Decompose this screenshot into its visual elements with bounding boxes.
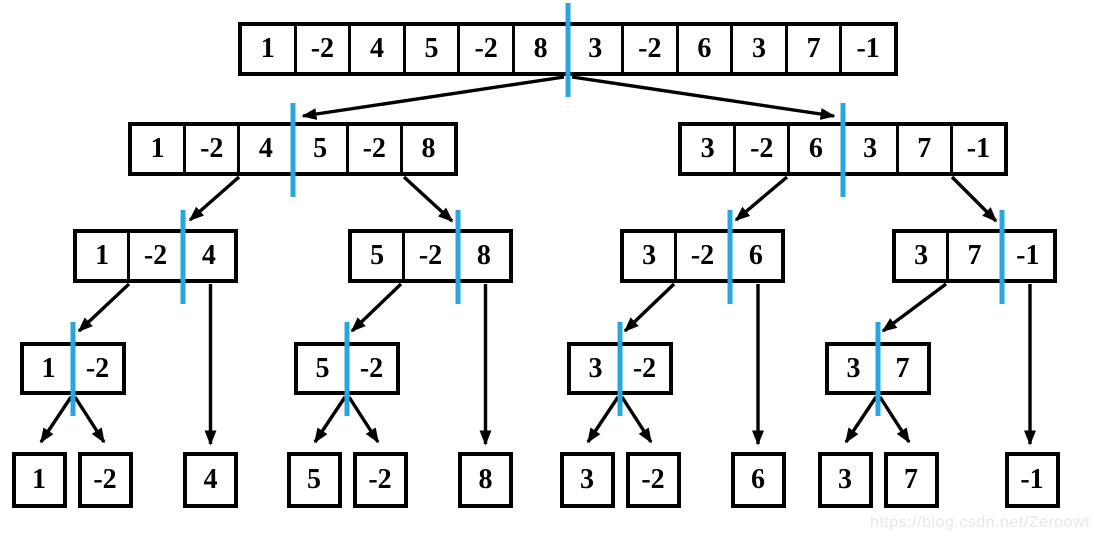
array-cell: 3 — [841, 126, 896, 172]
array-cell: 6 — [727, 233, 781, 279]
array-cell: -2 — [641, 464, 665, 495]
array-box-level3-0: 1 -2 — [20, 342, 126, 395]
array-cell: 1 — [260, 33, 275, 64]
array-cell: 3 — [838, 464, 852, 495]
divide-arrow — [350, 282, 403, 333]
array-cell: 1 — [41, 352, 56, 384]
array-cell: 7 — [946, 233, 999, 279]
array-cell: 5 — [370, 240, 385, 271]
array-cell: -1 — [949, 126, 1004, 172]
array-box-level4-3: 5 — [286, 452, 342, 508]
array-cell: 8 — [399, 126, 454, 172]
array-cell: -2 — [359, 352, 384, 384]
array-cell: -2 — [402, 233, 455, 279]
array-cell: -2 — [85, 352, 110, 384]
divide-arrow — [623, 282, 676, 333]
array-cell: 5 — [291, 126, 346, 172]
divide-arrow — [188, 175, 241, 222]
divide-arrow — [586, 396, 620, 444]
divide-arrow — [734, 175, 789, 222]
array-cell: 4 — [180, 233, 234, 279]
divide-arrow — [77, 282, 131, 333]
array-cell: 7 — [895, 126, 950, 172]
array-cell: 1 — [32, 464, 46, 495]
array-cell: 6 — [675, 26, 731, 72]
divide-arrow — [571, 75, 836, 120]
array-cell: -2 — [345, 126, 400, 172]
array-cell: 3 — [588, 352, 603, 384]
array-box-level3-2: 3 -2 — [567, 342, 673, 395]
array-box-level4-11: -1 — [1004, 452, 1060, 508]
array-cell: -1 — [999, 233, 1053, 279]
array-cell: 4 — [237, 126, 291, 172]
array-cell: 3 — [642, 240, 657, 271]
array-cell: 8 — [511, 26, 567, 72]
array-cell: -2 — [93, 464, 117, 495]
array-cell: 5 — [402, 26, 458, 72]
array-cell: -1 — [839, 26, 894, 72]
array-box-level4-1: -2 — [77, 452, 133, 508]
divide-arrow — [950, 175, 998, 223]
array-cell: 8 — [455, 233, 509, 279]
array-box-level4-4: -2 — [352, 452, 408, 508]
array-cell: 4 — [348, 26, 403, 72]
array-cell: 3 — [730, 26, 785, 72]
array-cell: -2 — [632, 352, 657, 384]
array-cell: 1 — [95, 240, 110, 271]
array-cell: 3 — [580, 464, 594, 495]
divide-arrow — [313, 396, 347, 444]
divide-arrow — [39, 396, 73, 444]
array-cell: 8 — [478, 464, 493, 495]
divide-arrow — [301, 75, 565, 120]
array-cell: -1 — [1020, 464, 1044, 495]
array-cell: -2 — [733, 126, 787, 172]
array-cell: -2 — [674, 233, 727, 279]
array-cell: 7 — [904, 464, 918, 495]
watermark: https://blog.csdn.net/Zeroowt — [870, 514, 1090, 531]
array-cell: 6 — [787, 126, 841, 172]
divide-arrow — [402, 175, 454, 223]
array-cell: 7 — [895, 352, 910, 384]
array-cell: 5 — [315, 352, 330, 384]
array-cell: 1 — [150, 133, 165, 164]
array-cell: 4 — [203, 464, 218, 495]
divide-arrow — [881, 282, 948, 333]
array-box-level4-2: 4 — [183, 452, 238, 508]
array-cell: -2 — [127, 233, 180, 279]
divide-arrow — [347, 396, 380, 444]
divide-arrow — [844, 396, 878, 444]
array-box-level4-9: 3 — [817, 452, 873, 508]
divide-arrow — [73, 396, 106, 444]
array-cell: -2 — [457, 26, 512, 72]
array-cell: -2 — [368, 464, 392, 495]
array-cell: 3 — [846, 352, 861, 384]
divide-arrow — [620, 396, 653, 444]
array-box-level4-10: 7 — [883, 452, 939, 508]
array-box-level3-1: 5 -2 — [294, 342, 400, 395]
array-cell: -2 — [621, 26, 676, 72]
array-box-level4-8: 6 — [730, 452, 786, 508]
array-box-level4-0: 1 — [11, 452, 67, 508]
array-box-level4-7: -2 — [625, 452, 681, 508]
array-box-level4-6: 3 — [559, 452, 615, 508]
array-box-level4-5: 8 — [458, 452, 513, 508]
array-cell: 3 — [700, 133, 715, 164]
array-cell: 5 — [307, 464, 321, 495]
array-cell: -2 — [183, 126, 237, 172]
array-cell: 3 — [914, 240, 929, 271]
array-cell: 3 — [566, 26, 621, 72]
divide-arrow — [878, 396, 911, 444]
array-cell: -2 — [293, 26, 349, 72]
array-cell: 7 — [784, 26, 840, 72]
array-cell: 6 — [751, 464, 765, 495]
